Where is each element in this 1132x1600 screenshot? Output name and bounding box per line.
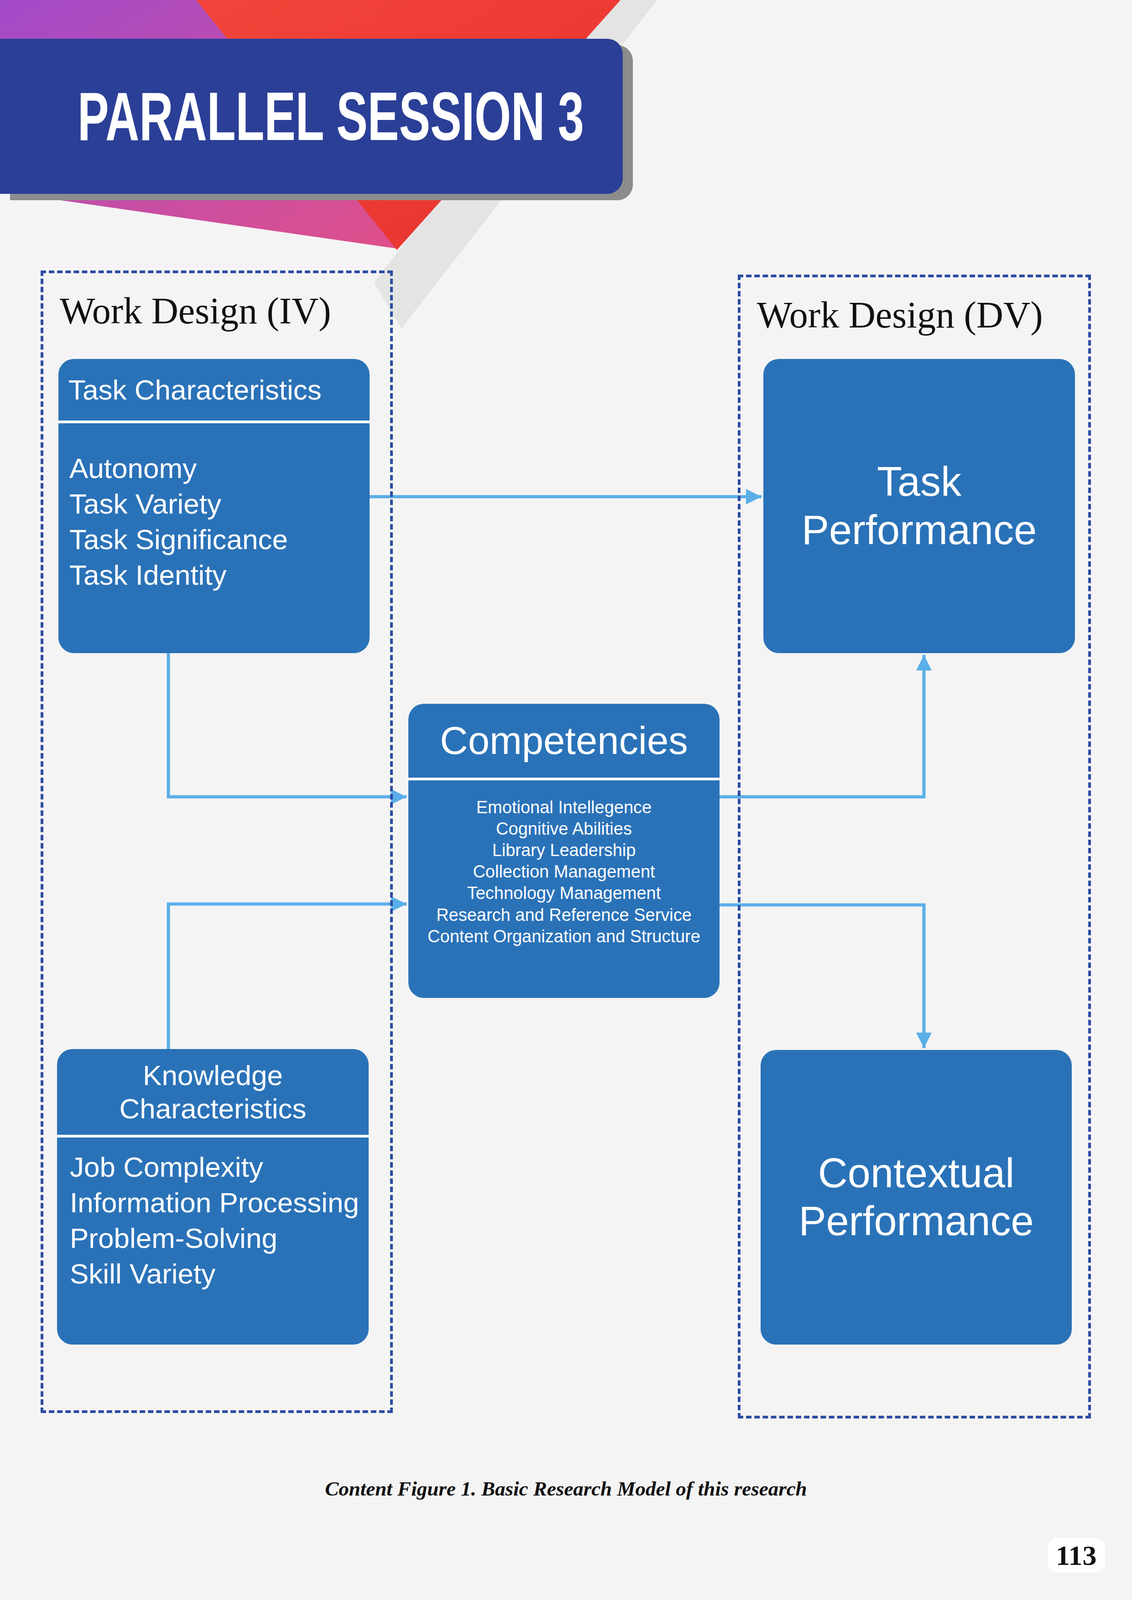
list-item: Task Significance (69, 521, 362, 558)
page-number: 113 (1047, 1538, 1106, 1574)
construct-box: CompetenciesEmotional IntellegenceCognit… (408, 704, 720, 999)
box-heading: Competencies (408, 704, 720, 781)
box-body: Job ComplexityInformation ProcessingProb… (57, 1137, 369, 1306)
title-banner: PARALLEL SESSION 3 (0, 38, 623, 194)
list-item: Emotional Intellegence (414, 797, 714, 819)
list-item: Autonomy (69, 450, 362, 487)
list-item: Research and Reference Service (414, 904, 714, 927)
list-item: Task Identity (69, 557, 362, 594)
outcome-box: Contextual Performance (760, 1050, 1072, 1346)
group-box: Work Design (DV) Task PerformanceContextu… (737, 274, 1091, 1419)
connector-arrow (369, 495, 762, 499)
list-item: Technology Management (414, 882, 714, 905)
box-body: Emotional IntellegenceCognitive Abilitie… (408, 780, 720, 959)
construct-box: Task CharacteristicsAutonomyTask Variety… (58, 359, 370, 654)
page-title: PARALLEL SESSION 3 (77, 82, 585, 151)
connector-arrow (719, 905, 924, 1049)
list-item: Information Processing (69, 1185, 361, 1221)
list-item: Library Leadership (414, 839, 714, 862)
box-heading: Task Characteristics (58, 359, 370, 424)
list-item: Skill Variety (69, 1256, 361, 1293)
outcome-box: Task Performance (763, 359, 1075, 654)
group-title: Work Design (DV) (740, 277, 1089, 336)
list-item: Problem-Solving (69, 1220, 361, 1257)
list-item: Collection Management (414, 861, 714, 883)
list-item: Content Organization and Structure (414, 926, 714, 948)
connector-arrow (168, 653, 407, 798)
box-body: AutonomyTask VarietyTask SignificanceTas… (58, 423, 370, 607)
box-text: Task Performance (777, 458, 1062, 555)
group-title: Work Design (IV) (43, 273, 391, 332)
list-item: Task Variety (69, 486, 362, 522)
list-item: Job Complexity (69, 1149, 361, 1186)
connector-arrow (719, 655, 924, 798)
box-heading: Knowledge Characteristics (57, 1049, 369, 1138)
figure-caption: Content Figure 1. Basic Research Model o… (0, 1477, 1132, 1502)
connector-arrow (168, 904, 407, 1050)
construct-box: Knowledge CharacteristicsJob ComplexityI… (57, 1049, 369, 1346)
list-item: Cognitive Abilities (414, 818, 714, 840)
box-text: Contextual Performance (774, 1149, 1059, 1247)
group-box: Work Design (IV)Task CharacteristicsAuto… (40, 270, 393, 1414)
